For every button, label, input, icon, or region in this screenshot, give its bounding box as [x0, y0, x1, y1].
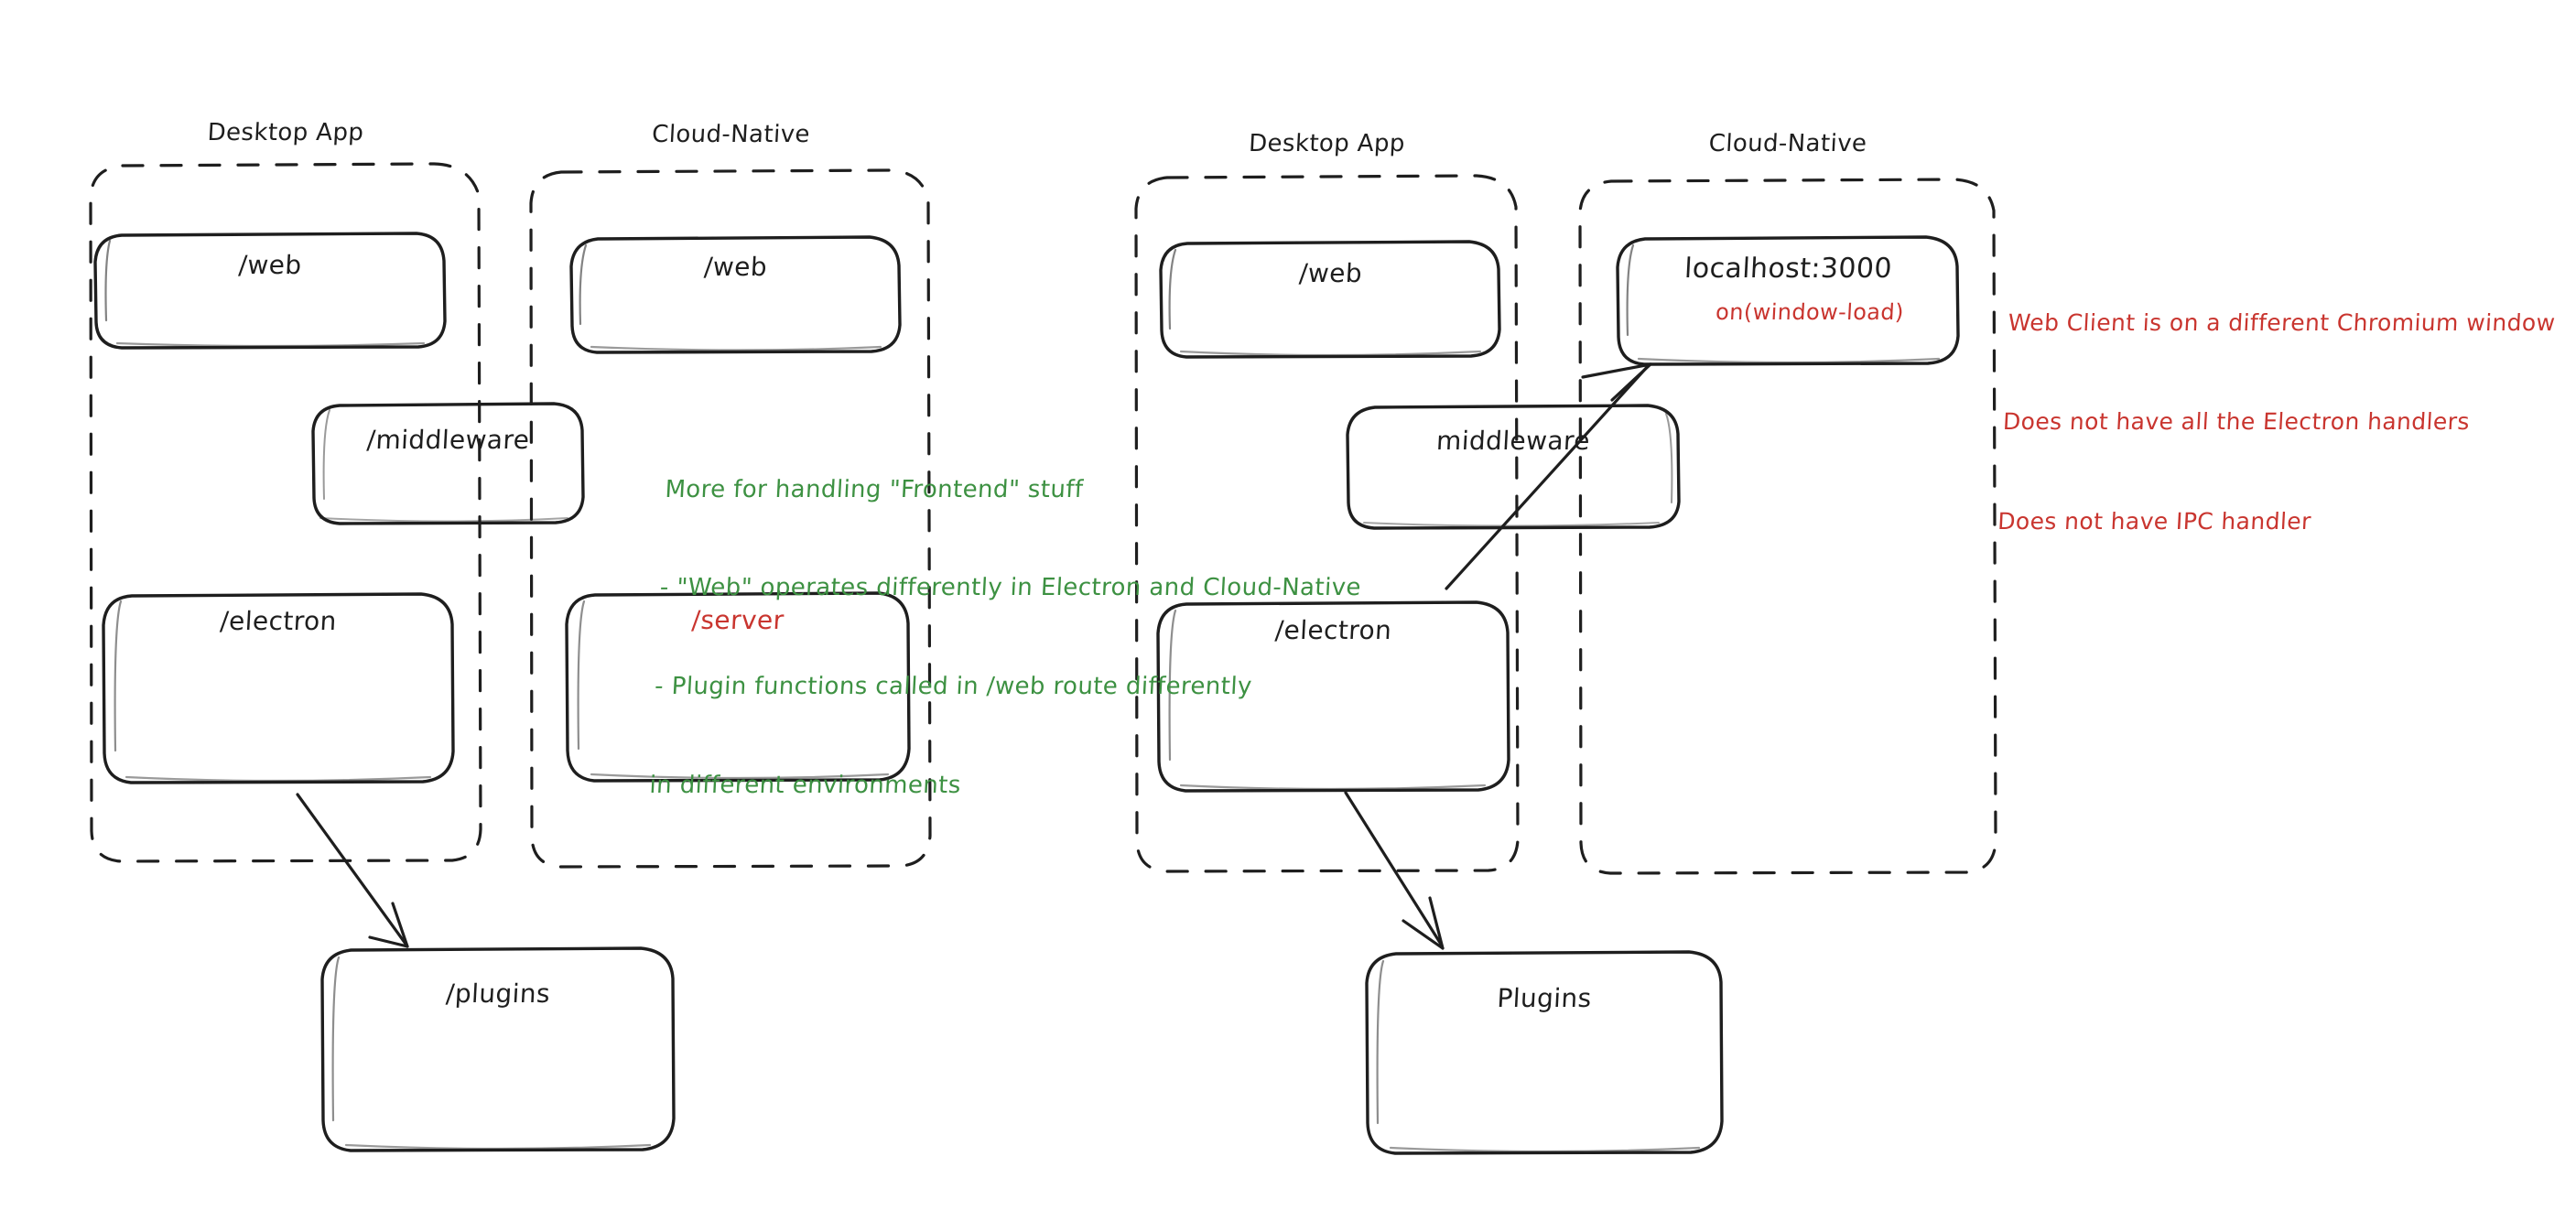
right-electron-box-outline	[1156, 600, 1510, 793]
right-box-label-plugins: Plugins	[1496, 983, 1593, 1013]
red-annotation-note: Web Client is on a different Chromium wi…	[1994, 240, 2576, 605]
left-server-box-outline	[565, 591, 911, 783]
left-group-desktop-app-outline	[89, 162, 482, 863]
right-box-label-localhost: localhost:3000	[1683, 253, 1893, 285]
green-note-line-2: - "Web" operates differently in Electron…	[659, 574, 1362, 602]
right-group-label-desktop-app: Desktop App	[1248, 130, 1406, 157]
left-middleware-box-outline	[311, 402, 585, 525]
left-box-label-middleware: /middleware	[365, 425, 531, 455]
red-note-line-1: Web Client is on a different Chromium wi…	[2007, 308, 2557, 336]
right-arrow-electron-to-plugins	[1344, 791, 1445, 950]
red-note-line-3: Does not have IPC handler	[1997, 508, 2312, 535]
right-plugins-box-outline	[1365, 950, 1724, 1155]
left-electron-box-outline	[102, 592, 455, 784]
left-group-label-desktop-app: Desktop App	[206, 119, 365, 146]
right-box-label-middleware: middleware	[1435, 426, 1591, 456]
left-cn-web-box-outline	[569, 235, 902, 354]
red-note-line-2: Does not have all the Electron handlers	[2002, 408, 2471, 436]
right-group-label-cloud-native: Cloud-Native	[1707, 130, 1868, 157]
right-group-desktop-app-outline	[1134, 174, 1520, 873]
left-box-label-cn-web: /web	[703, 252, 768, 282]
right-localhost-box-outline	[1616, 235, 1960, 366]
right-arrow-electron-to-localhost	[1445, 362, 1652, 590]
left-plugins-box-outline	[320, 946, 676, 1152]
left-web-box-outline	[93, 232, 447, 350]
left-group-cloud-native-outline	[529, 168, 932, 869]
green-note-line-1: More for handling "Frontend" stuff	[664, 475, 1085, 503]
green-note-line-3: - Plugin functions called in /web route …	[654, 673, 1253, 700]
left-group-label-cloud-native: Cloud-Native	[651, 121, 811, 148]
right-box-label-electron: /electron	[1273, 615, 1393, 645]
right-web-box-outline	[1159, 240, 1501, 359]
left-box-label-plugins: /plugins	[445, 978, 551, 1009]
left-box-label-web: /web	[237, 250, 303, 280]
right-box-label-web: /web	[1298, 258, 1363, 288]
right-box-sublabel-on-window-load: on(window-load)	[1715, 299, 1905, 325]
left-arrow-electron-to-plugins	[296, 793, 409, 948]
left-box-label-electron: /electron	[219, 606, 338, 636]
green-note-line-4: in different environments	[648, 771, 962, 799]
right-middleware-box-outline	[1346, 404, 1681, 530]
right-group-cloud-native-outline	[1578, 178, 1997, 875]
